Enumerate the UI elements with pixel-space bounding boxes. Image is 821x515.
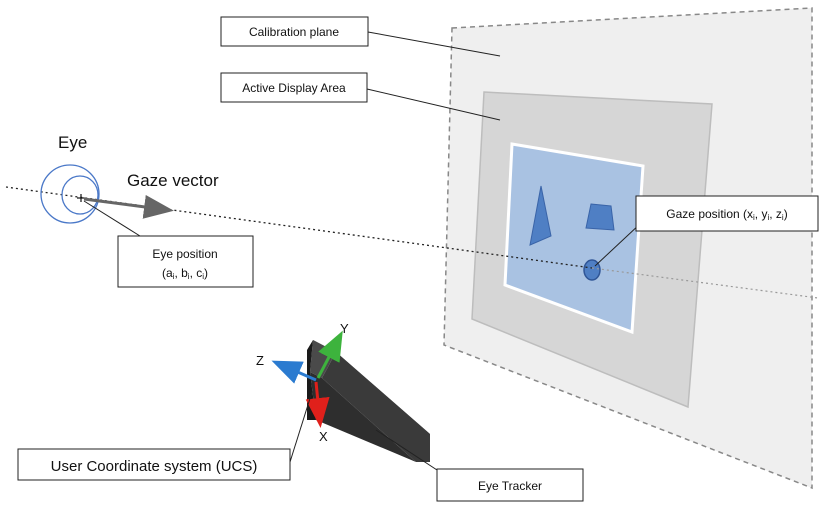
display-screen: [503, 142, 645, 335]
ucs-box: [17, 448, 291, 481]
y-axis-arrow: [316, 330, 343, 379]
calibration-plane-box: [220, 16, 369, 47]
gaze-line-left: [5, 186, 593, 269]
eye-label: Eye: [58, 133, 87, 152]
gaze-vector-label: Gaze vector: [127, 171, 219, 190]
eye-outer-circle: [40, 164, 100, 224]
trapezoid-shape: [585, 203, 615, 231]
eye-tracker-label: Eye Tracker: [478, 479, 542, 493]
active-display-label: Active Display Area: [242, 81, 346, 95]
gaze-vector-arrow: [83, 194, 174, 219]
tracker-bottom-face: [310, 372, 416, 462]
eye-tracker-leader: [375, 429, 438, 471]
y-axis-label: Y: [340, 321, 349, 336]
eye-position-coords: (ai, bi, ci): [162, 266, 208, 281]
calibration-plane-leader: [367, 31, 501, 57]
eye-inner-circle: [61, 175, 99, 215]
eye-position-label: Eye position: [152, 247, 217, 261]
active-display-leader: [366, 88, 501, 121]
gaze-position-leader: [594, 223, 641, 267]
gaze-position-box: [635, 195, 819, 232]
z-axis-label: Z: [256, 353, 264, 368]
triangle-shape: [529, 185, 552, 246]
gaze-position-label: Gaze position (xi, yi, zi): [666, 207, 787, 222]
tracker-side-face: [322, 352, 430, 462]
calibration-plane-label: Calibration plane: [249, 25, 339, 39]
eye-position-leader: [83, 200, 141, 237]
ucs-label: User Coordinate system (UCS): [51, 458, 258, 475]
active-display-box: [220, 72, 368, 103]
ucs-leader: [289, 391, 313, 463]
z-axis-arrow: [271, 360, 317, 384]
x-axis-label: X: [319, 429, 328, 444]
eye-position-box: [117, 235, 254, 288]
eye-tracker-box: [436, 468, 584, 502]
x-axis-arrow: [305, 381, 330, 428]
